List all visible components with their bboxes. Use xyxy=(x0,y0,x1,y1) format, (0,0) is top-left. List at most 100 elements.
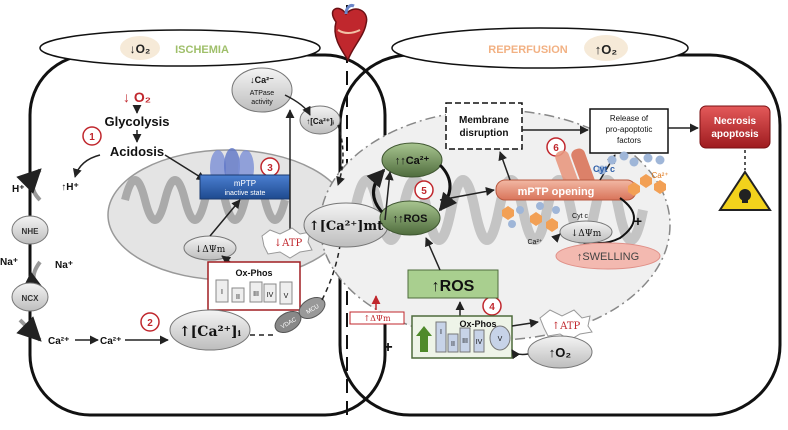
o2-to-oxphos-arrow xyxy=(511,349,529,360)
membrane-text-2: disruption xyxy=(460,128,509,139)
ros-to-mptp-arrow xyxy=(439,187,495,201)
complex-v-label: V xyxy=(284,293,289,300)
cyt-c-particles xyxy=(508,151,665,228)
glycolysis-text: Glycolysis xyxy=(104,114,169,129)
swelling-text: ↑SWELLING xyxy=(577,251,639,263)
ca-to-mito-dashed xyxy=(336,124,345,186)
heart-icon xyxy=(331,4,368,62)
step-6-text: 6 xyxy=(553,143,559,154)
skull-warning-icon xyxy=(718,170,772,211)
oxphos-text: Ox-Phos xyxy=(235,268,272,278)
atp-up-text: ↑ATP xyxy=(552,321,581,332)
dpsi-to-mptp-arrow xyxy=(209,199,241,237)
necrosis-text-2: apoptosis xyxy=(711,129,759,140)
complex-iii-r xyxy=(459,327,471,353)
ca-influx-arrow xyxy=(16,316,42,342)
ca-i-small-text: ↑[Ca²⁺]ᵢ xyxy=(306,117,334,126)
step-1-circle xyxy=(82,126,102,146)
dpsi-reperfusion-ellipse xyxy=(559,220,613,244)
step-1-text: 1 xyxy=(89,132,95,143)
release-text-2: pro-apoptotic xyxy=(606,125,653,134)
ca-out-text: Ca²⁺ xyxy=(48,336,69,347)
complex-i-r xyxy=(435,321,447,353)
step-2-circle xyxy=(140,312,160,332)
reperfusion-o2-badge xyxy=(584,35,628,61)
dpsi-up-text: ↑ΔΨm xyxy=(363,314,390,323)
atp-text: ↓ATP xyxy=(274,238,303,249)
plus-text: + xyxy=(383,339,392,356)
cyt-c-small-text: Cyt c xyxy=(572,213,588,220)
complex-ii-label: II xyxy=(236,294,240,301)
atpase-ellipse xyxy=(231,67,293,113)
membrane-box xyxy=(445,102,523,150)
nhe-text: NHE xyxy=(22,227,40,236)
complex-i-label: I xyxy=(221,289,223,296)
na-right-text: Na⁺ xyxy=(55,260,73,271)
ischemia-label: ISCHEMIA xyxy=(175,44,229,56)
h-up-text: ↑H⁺ xyxy=(61,182,79,193)
necrosis-box xyxy=(699,105,771,149)
up-green-arrow xyxy=(416,326,432,352)
ros-big-text: ↑ROS xyxy=(432,278,475,295)
o2-up-text: ↑O₂ xyxy=(549,345,572,360)
step-5-text: 5 xyxy=(421,186,427,197)
complex-iii-r-label: III xyxy=(462,338,468,345)
complex-iv-r xyxy=(473,329,485,353)
oxphos-to-atp-arrow xyxy=(511,318,539,328)
h-plus-efflux-arrow xyxy=(16,168,42,202)
ca-mt-text: ↑[Ca²⁺]mt xyxy=(309,219,383,234)
camt-to-ca-arrow xyxy=(384,171,394,221)
step-5-circle xyxy=(414,180,434,200)
membrane-text-1: Membrane xyxy=(459,115,509,126)
ca-i-ellipse xyxy=(169,309,251,351)
o2-up-ellipse xyxy=(527,335,593,369)
ischemia-o2-badge xyxy=(120,36,160,60)
atpase-ca-text: ↓Ca²⁻ xyxy=(250,75,274,85)
cyt-c-text: Cyt c xyxy=(593,164,615,174)
release-box xyxy=(589,108,669,154)
complex-v-r xyxy=(489,325,511,351)
ischemia-o2-text: ↓O₂ xyxy=(130,42,151,56)
vdac-mcu-channel xyxy=(274,297,326,333)
release-text-3: factors xyxy=(617,136,641,145)
ca-orange-text: Ca²⁺ xyxy=(651,171,668,180)
dpsi-reperfusion-text: ↓ΔΨm xyxy=(571,229,602,239)
oxphos-reperfusion-text: Ox-Phos xyxy=(459,319,496,329)
mptp-state-text: inactive state xyxy=(225,190,266,197)
atpase-to-ca-arrow xyxy=(284,94,311,116)
oxphos-to-dpsi-arrow xyxy=(221,255,232,265)
mptp-to-membrane-arrow xyxy=(498,151,511,181)
ca-to-dpsi-arrow xyxy=(551,233,561,243)
cycle-arrow-left xyxy=(366,168,386,214)
ros-mito-green xyxy=(379,200,441,236)
complex-ii-r-label: II xyxy=(451,341,455,348)
complex-i-r-label: I xyxy=(440,329,442,336)
nhe-transporter xyxy=(11,215,49,245)
complex-iv-r-label: IV xyxy=(476,339,483,346)
o2-down-text: ↓ O₂ xyxy=(123,89,151,105)
complex-ii-r xyxy=(447,333,459,353)
mptp-title-text: mPTP xyxy=(234,179,256,188)
necrosis-text-1: Necrosis xyxy=(714,116,757,127)
mptp-opening-text: mPTP opening xyxy=(518,186,595,198)
acidosis-to-mptp-arrow xyxy=(164,154,206,181)
ncx-text: NCX xyxy=(22,294,40,303)
cycle-arrow-right xyxy=(438,163,458,212)
step-3-text: 3 xyxy=(267,163,273,174)
ros-to-mito-arrow xyxy=(425,237,441,271)
acidosis-to-h-arrow xyxy=(72,154,101,178)
reperfusion-o2-text: ↑O₂ xyxy=(595,42,618,57)
ca-mito-green xyxy=(381,142,443,178)
complex-ii xyxy=(231,287,245,303)
step-2-text: 2 xyxy=(147,318,153,329)
complex-v xyxy=(279,281,293,305)
ncx-transporter xyxy=(11,282,49,312)
reperfusion-label: REPERFUSION xyxy=(488,44,568,56)
atp-burst xyxy=(261,227,313,259)
ischemia-ellipse xyxy=(39,29,321,67)
complex-i xyxy=(215,279,229,303)
plus-right-text: + xyxy=(634,213,642,229)
complex-iii xyxy=(249,281,263,303)
atpase-line2-text: activity xyxy=(251,99,273,106)
